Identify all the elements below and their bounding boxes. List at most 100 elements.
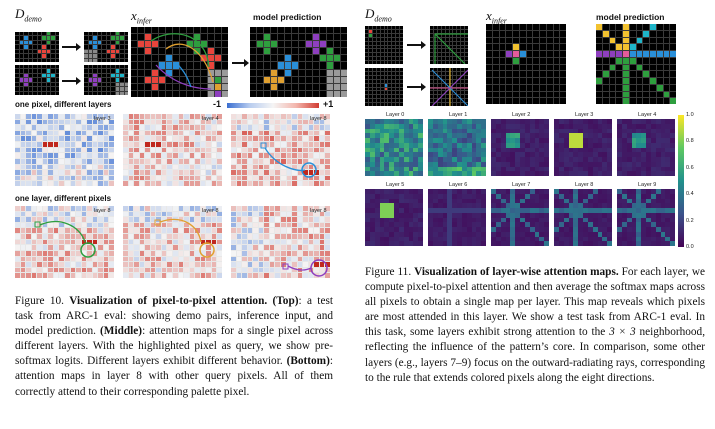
grid-cell xyxy=(37,114,42,119)
grid-cell xyxy=(670,189,675,194)
grid-cell xyxy=(253,262,258,267)
grid-cell xyxy=(481,189,486,194)
grid-cell xyxy=(275,119,280,125)
grid-cell xyxy=(510,212,516,218)
grid-cell xyxy=(70,158,76,164)
grid-cell xyxy=(64,147,70,153)
grid-cell xyxy=(87,256,92,262)
grid-cell xyxy=(217,164,222,170)
grid-cell xyxy=(379,128,385,134)
grid-cell xyxy=(286,164,292,170)
grid-cell xyxy=(26,114,31,119)
grid-cell xyxy=(641,171,646,176)
grid-cell xyxy=(145,164,150,170)
grid-cell xyxy=(180,69,186,76)
grid-cell xyxy=(568,227,574,232)
grid-cell xyxy=(529,208,535,213)
grid-cell xyxy=(631,227,637,232)
grid-cell xyxy=(93,91,97,95)
grid-cell xyxy=(53,147,59,153)
grid-cell xyxy=(19,49,23,54)
grid-cell xyxy=(500,189,506,194)
grid-cell xyxy=(670,64,676,71)
grid-cell xyxy=(156,125,161,130)
grid-cell xyxy=(670,212,675,218)
grid-cell xyxy=(269,158,275,164)
grid-cell xyxy=(368,49,372,53)
grid-cell xyxy=(269,170,275,175)
grid-cell xyxy=(103,181,109,186)
grid-cell xyxy=(120,58,124,62)
grid-cell xyxy=(42,153,48,158)
grid-cell xyxy=(269,234,275,239)
grid-cell xyxy=(641,189,646,194)
grid-cell xyxy=(660,236,666,242)
grid-cell xyxy=(93,45,97,49)
grid-cell xyxy=(250,83,256,90)
grid-cell xyxy=(646,166,651,172)
grid-cell xyxy=(308,153,314,158)
grid-cell xyxy=(465,91,468,95)
grid-cell xyxy=(394,119,399,124)
grid-cell xyxy=(20,239,26,245)
grid-cell xyxy=(297,245,303,250)
grid-cell xyxy=(98,175,103,181)
grid-cell xyxy=(88,73,92,78)
grid-cell xyxy=(388,33,392,37)
grid-cell xyxy=(231,217,236,222)
grid-cell xyxy=(166,34,172,41)
grid-cell xyxy=(408,142,414,148)
grid-cell xyxy=(546,64,553,71)
grid-cell xyxy=(650,212,656,218)
grid-cell xyxy=(432,152,438,157)
grid-cell xyxy=(621,198,627,204)
grid-cell xyxy=(303,130,308,136)
grid-cell xyxy=(578,241,583,246)
grid-cell xyxy=(124,78,128,82)
query-pointer-purple xyxy=(282,259,328,277)
grid-cell xyxy=(242,181,247,186)
grid-cell xyxy=(481,171,486,176)
grid-cell xyxy=(87,222,92,228)
grid-cell xyxy=(636,98,643,104)
grid-cell xyxy=(264,239,269,245)
grid-cell xyxy=(37,153,42,158)
grid-cell xyxy=(592,208,598,213)
grid-cell xyxy=(396,71,400,75)
grid-cell xyxy=(398,123,404,129)
grid-cell xyxy=(445,41,449,45)
grid-cell xyxy=(123,158,128,164)
grid-cell xyxy=(46,78,50,82)
grid-cell xyxy=(200,245,206,250)
grid-cell xyxy=(308,206,314,211)
grid-cell xyxy=(70,175,76,181)
layer-label: Layer 6 xyxy=(449,182,468,188)
grid-cell xyxy=(292,27,298,34)
grid-cell xyxy=(392,33,396,37)
grid-cell xyxy=(655,203,661,208)
grid-cell xyxy=(400,49,403,53)
grid-cell xyxy=(178,262,184,267)
grid-cell xyxy=(418,227,423,232)
grid-cell xyxy=(623,84,629,91)
grid-cell xyxy=(314,119,319,125)
grid-cell xyxy=(413,212,419,218)
grid-cell xyxy=(447,208,453,213)
grid-cell xyxy=(428,152,433,157)
grid-cell xyxy=(621,152,627,157)
grid-cell xyxy=(636,24,643,30)
grid-cell xyxy=(461,133,467,138)
grid-cell xyxy=(286,262,292,267)
grid-cell xyxy=(31,262,37,267)
grid-cell xyxy=(285,27,291,34)
grid-cell xyxy=(46,36,50,40)
grid-cell xyxy=(629,30,636,37)
grid-cell xyxy=(379,227,385,232)
grid-cell xyxy=(568,241,574,246)
grid-cell xyxy=(539,128,545,134)
grid-cell xyxy=(578,208,583,213)
grid-cell xyxy=(299,48,305,55)
grid-cell xyxy=(636,51,643,57)
grid-cell xyxy=(602,64,609,71)
grid-cell xyxy=(392,87,396,91)
